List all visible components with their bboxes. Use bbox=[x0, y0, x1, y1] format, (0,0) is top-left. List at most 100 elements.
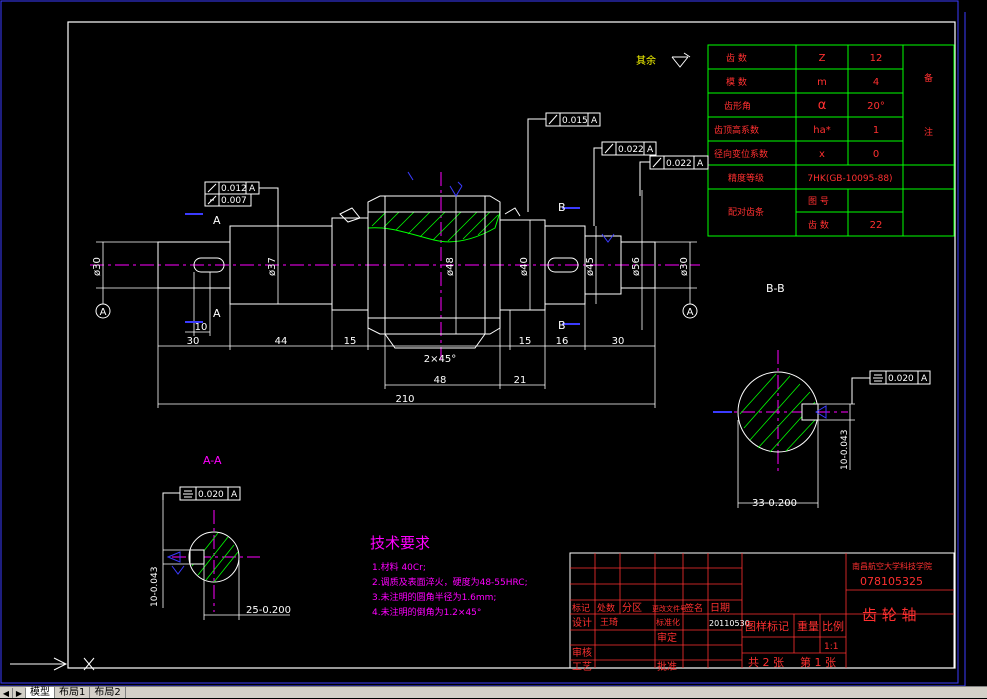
section-aa-label: A-A bbox=[203, 454, 222, 467]
mating-teeth-value: 22 bbox=[870, 220, 883, 231]
tol-datum: A bbox=[591, 116, 598, 126]
gear-row-name: 模 数 bbox=[726, 76, 747, 88]
datum-circle: A A bbox=[95, 303, 698, 319]
diameter-labels: ø30 ø37 ø48 ø40 ø45 ø56 ø30 bbox=[92, 257, 690, 276]
gear-tooth-hatch bbox=[367, 211, 501, 243]
gear-row-name: 径向变位系数 bbox=[714, 148, 768, 160]
tolerance-frame-runout-2: 0.022 A bbox=[593, 141, 657, 226]
datum-letter: A bbox=[100, 307, 107, 318]
gear-row-name: 齿顶高系数 bbox=[714, 124, 759, 136]
tol-value: 0.012 bbox=[221, 184, 247, 194]
title-block: 南昌航空大学科技学院 078105325 齿 轮 轴 标记 处数 分区 更改文件… bbox=[569, 552, 955, 673]
section-bb-label: B-B bbox=[766, 282, 785, 295]
tb-doc-no: 更改文件号 bbox=[652, 604, 687, 613]
dim-l210: 210 bbox=[395, 394, 414, 405]
dim-l15: 15 bbox=[344, 336, 357, 347]
section-b-top: B bbox=[558, 201, 566, 214]
dim-l21: 21 bbox=[514, 375, 527, 386]
dim-chamfer: 2×45° bbox=[424, 354, 456, 365]
diameter-dimension-lines bbox=[96, 190, 697, 334]
tab-layout2[interactable]: 布局2 bbox=[90, 687, 126, 698]
precision-label: 精度等级 bbox=[728, 172, 764, 184]
tab-layout1[interactable]: 布局1 bbox=[55, 687, 91, 698]
dim-bb-depth: 10-0.043 bbox=[840, 430, 850, 470]
tab-scroll-right-icon[interactable]: ▶ bbox=[13, 687, 26, 698]
tolerance-frame-runout-1: 0.015 A bbox=[527, 112, 601, 212]
gear-row-symbol: x bbox=[819, 149, 825, 160]
tolerance-frame-left: 0.012 A 0.007 bbox=[204, 181, 279, 226]
ucs-icon bbox=[10, 657, 95, 671]
drawing-frame bbox=[67, 21, 956, 669]
datum-letter: A bbox=[687, 307, 694, 318]
gear-row-value: 4 bbox=[873, 77, 879, 88]
tb-craft: 工艺 bbox=[572, 661, 592, 673]
tol-value: 0.007 bbox=[221, 196, 247, 206]
remarks-label: 注 bbox=[924, 126, 933, 138]
tab-model[interactable]: 模型 bbox=[26, 687, 55, 698]
gear-parameter-table bbox=[707, 44, 955, 237]
gear-row-symbol: α bbox=[818, 98, 827, 113]
tb-approve: 批准 bbox=[657, 660, 677, 673]
tb-designer: 王琦 bbox=[600, 617, 618, 628]
section-arrow-icon bbox=[339, 207, 361, 223]
dim-l44: 44 bbox=[275, 336, 288, 347]
gear-row-symbol: Z bbox=[819, 53, 826, 64]
dim-l30: 30 bbox=[187, 336, 200, 347]
tol-value: 0.020 bbox=[888, 374, 914, 384]
dim-l48: 48 bbox=[434, 375, 447, 386]
dim-l30b: 30 bbox=[612, 336, 625, 347]
tb-weight: 重量 bbox=[797, 619, 819, 633]
gear-row-value: 0 bbox=[873, 149, 879, 160]
tb-scale: 比例 bbox=[822, 619, 844, 633]
roughness-symbol-icon bbox=[671, 52, 691, 68]
tb-zone: 分区 bbox=[622, 602, 642, 614]
dim-d48: ø48 bbox=[445, 257, 456, 276]
dim-aa-depth: 10-0.043 bbox=[150, 567, 160, 607]
dim-d30-left: ø30 bbox=[92, 257, 103, 276]
tb-mark: 标记 bbox=[572, 602, 590, 614]
tech-title: 技术要求 bbox=[370, 534, 430, 552]
tab-scroll-left-icon[interactable]: ◀ bbox=[0, 687, 13, 698]
gear-row-symbol: ha* bbox=[813, 125, 830, 136]
gear-table-names: 齿 数 模 数 齿形角 齿顶高系数 径向变位系数 精度等级 配对齿条 图 号 齿… bbox=[714, 52, 933, 231]
dim-d30-right: ø30 bbox=[679, 257, 690, 276]
tb-sheet-no: 第 1 张 bbox=[800, 655, 836, 669]
tb-sheets: 共 2 张 bbox=[748, 656, 784, 669]
tech-note: 3.未注明的圆角半径为1.6mm; bbox=[372, 591, 496, 603]
tb-sign: 签名 bbox=[685, 602, 703, 614]
gear-row-name: 齿形角 bbox=[724, 100, 751, 112]
tb-design: 设计 bbox=[572, 616, 592, 629]
tb-scale-value: 1:1 bbox=[824, 642, 838, 652]
section-a-bottom: A bbox=[213, 307, 221, 320]
tech-note: 2.调质及表面淬火，硬度为48-55HRC; bbox=[372, 576, 528, 588]
length-labels: 30 44 15 48 21 15 16 30 210 10 2×45° bbox=[187, 322, 625, 405]
school-name: 南昌航空大学科技学院 bbox=[852, 561, 932, 571]
dim-aa-width: 25-0.200 bbox=[246, 605, 291, 616]
tb-check: 审定 bbox=[657, 631, 677, 644]
gear-table-values: Z m α ha* x 12 4 20° 1 0 7HK(GB-10095-88… bbox=[807, 53, 892, 231]
dim-l15b: 15 bbox=[519, 336, 532, 347]
tolerance-frame-runout-3: 0.022 A bbox=[639, 155, 709, 196]
dim-l16: 16 bbox=[556, 336, 569, 347]
tol-datum: A bbox=[231, 490, 238, 500]
student-number: 078105325 bbox=[860, 575, 923, 588]
tol-value: 0.022 bbox=[618, 145, 644, 155]
tech-note: 4.未注明的倒角为1.2×45° bbox=[372, 606, 481, 618]
length-dimension-lines bbox=[157, 272, 656, 408]
section-aa-view: 0.020 A 10-0.043 25-0.200 bbox=[150, 486, 291, 620]
precision-value: 7HK(GB-10095-88) bbox=[807, 174, 892, 184]
tol-datum: A bbox=[921, 374, 928, 384]
section-bb-view: 0.020 A 33-0.200 10-0.043 bbox=[713, 350, 931, 509]
dim-d45: ø45 bbox=[585, 257, 596, 276]
layout-tab-bar: ◀ ▶ 模型 布局1 布局2 bbox=[0, 686, 987, 698]
tb-qty: 处数 bbox=[597, 602, 615, 614]
tol-datum: A bbox=[249, 184, 256, 194]
gear-row-name: 齿 数 bbox=[726, 52, 747, 64]
dim-d37: ø37 bbox=[267, 257, 278, 276]
mating-drawing-label: 图 号 bbox=[808, 196, 829, 207]
tb-date: 日期 bbox=[710, 602, 730, 614]
section-a-top: A bbox=[213, 214, 221, 227]
section-markers: A A B B bbox=[185, 201, 580, 332]
tol-datum: A bbox=[697, 159, 704, 169]
